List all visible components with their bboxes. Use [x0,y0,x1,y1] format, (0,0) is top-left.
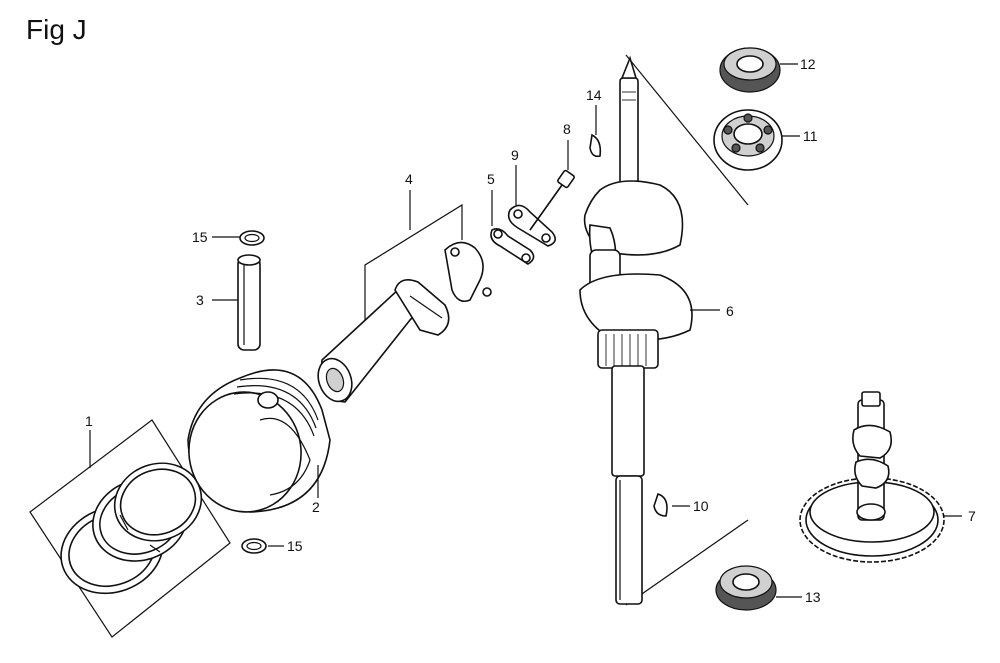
callout-3: 3 [196,292,204,308]
connecting-rod[interactable] [312,203,492,406]
woodruff-key-lower[interactable] [653,492,668,517]
callout-4: 4 [405,171,413,187]
callout-13: 13 [805,589,821,605]
callout-9: 9 [511,147,519,163]
rod-lock-plate[interactable] [490,228,535,265]
piston-pin[interactable] [237,254,261,351]
figure-title: Fig J [26,14,87,45]
callout-6: 6 [726,303,734,319]
callout-15-lower: 15 [287,538,303,554]
callout-8: 8 [563,121,571,137]
oil-seal-lower[interactable] [715,565,777,611]
callout-7: 7 [968,508,976,524]
oil-seal-upper[interactable] [719,47,781,93]
pin-clip-lower[interactable] [241,538,267,554]
callout-11: 11 [803,128,818,144]
ball-bearing[interactable] [713,109,783,171]
callout-15-upper: 15 [192,229,208,245]
callout-1: 1 [85,413,93,429]
callout-2: 2 [312,499,320,515]
rod-bolt[interactable] [529,169,575,231]
woodruff-key-upper[interactable] [589,133,602,158]
piston[interactable] [181,369,331,519]
callout-14: 14 [586,87,602,103]
callout-5: 5 [487,171,495,187]
piston-ring-set[interactable] [29,419,231,638]
leader-lines [89,63,962,598]
crankshaft[interactable] [579,54,749,606]
callout-12: 12 [800,56,816,72]
callout-labels: 1 2 3 4 5 6 7 8 9 10 11 12 13 14 15 15 [85,56,976,605]
pin-clip-upper[interactable] [239,230,265,246]
oil-dipper[interactable] [507,204,556,247]
camshaft[interactable] [799,391,945,563]
callout-10: 10 [693,498,709,514]
